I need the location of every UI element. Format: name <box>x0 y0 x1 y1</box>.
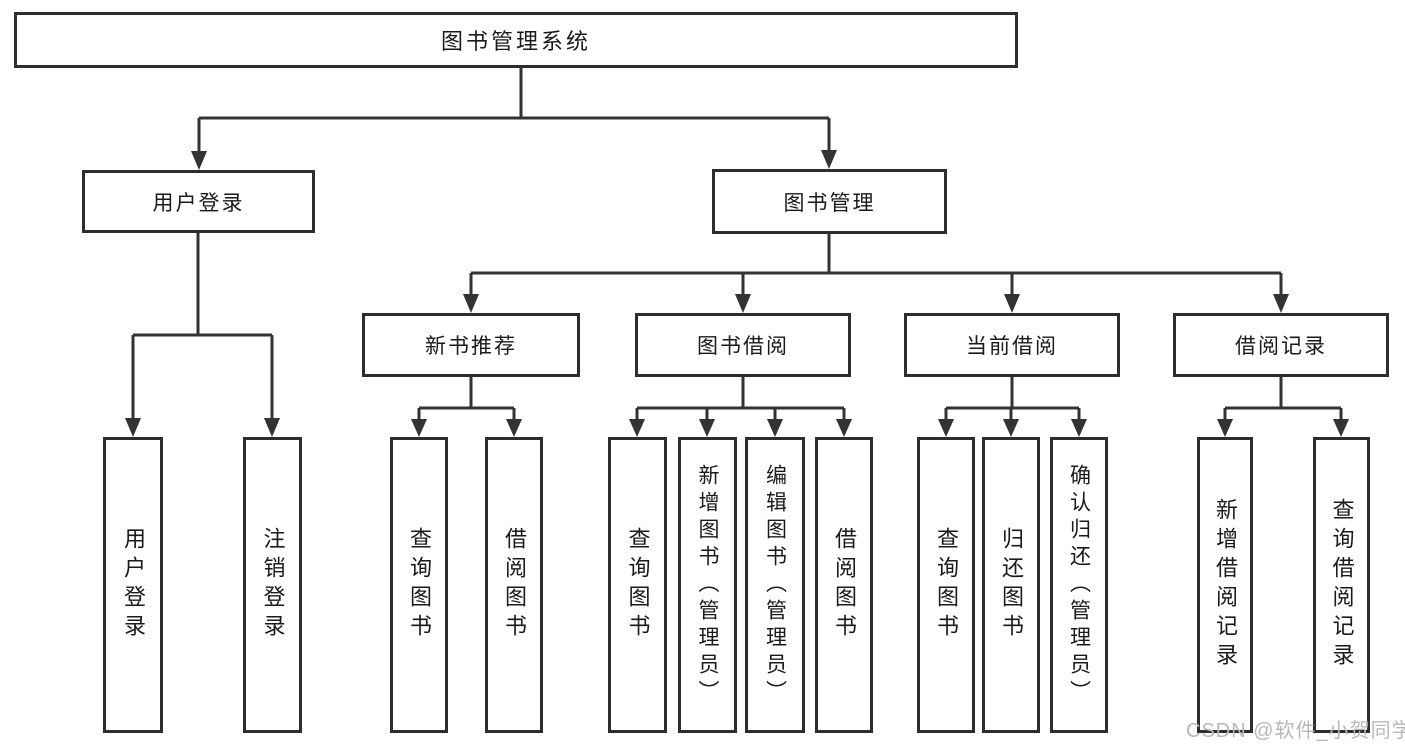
node-label: 查询图书 <box>934 527 959 643</box>
node-label: 确认归还（管理员） <box>1067 463 1091 707</box>
node-borrow-books-1: 借阅图书 <box>485 437 543 733</box>
node-borrowing-records: 借阅记录 <box>1173 313 1389 377</box>
node-label: 图书借阅 <box>697 335 789 358</box>
node-label: 查询图书 <box>625 527 651 643</box>
node-label: 借阅图书 <box>832 527 857 643</box>
node-user-login: 用户登录 <box>82 170 315 233</box>
watermark: CSDN @软件_小贺同学 <box>1186 720 1405 742</box>
node-query-books-3: 查询图书 <box>917 437 975 733</box>
node-label: 注销登录 <box>260 527 286 643</box>
node-add-books-admin: 新增图书（管理员） <box>678 437 737 733</box>
node-label: 编辑图书（管理员） <box>763 463 787 707</box>
node-label: 图书管理 <box>783 191 876 215</box>
node-label: 当前借阅 <box>966 335 1058 358</box>
node-label: 归还图书 <box>999 527 1024 643</box>
node-library-management-system: 图书管理系统 <box>14 12 1018 68</box>
node-label: 用户登录 <box>152 191 245 215</box>
node-query-books-2: 查询图书 <box>608 437 667 733</box>
node-add-borrow-record: 新增借阅记录 <box>1197 437 1253 733</box>
node-label: 图书管理系统 <box>440 29 591 54</box>
node-borrow-books-2: 借阅图书 <box>815 437 873 733</box>
arrowheads <box>125 150 1349 437</box>
node-query-borrow-record: 查询借阅记录 <box>1313 437 1370 733</box>
node-query-books-1: 查询图书 <box>390 437 448 733</box>
node-logout-login: 注销登录 <box>243 437 302 733</box>
node-label: 借阅图书 <box>502 527 527 643</box>
node-label: 查询图书 <box>407 527 432 643</box>
node-label: 新书推荐 <box>425 335 517 358</box>
node-edit-books-admin: 编辑图书（管理员） <box>745 437 805 733</box>
node-book-borrowing: 图书借阅 <box>635 313 851 377</box>
node-confirm-return-admin: 确认归还（管理员） <box>1050 437 1108 733</box>
node-current-borrowing: 当前借阅 <box>904 313 1120 377</box>
node-return-books: 归还图书 <box>982 437 1040 733</box>
node-label: 查询借阅记录 <box>1329 498 1355 672</box>
node-book-management: 图书管理 <box>712 169 947 234</box>
node-user-login-leaf: 用户登录 <box>103 437 163 733</box>
node-label: 新增借阅记录 <box>1213 498 1238 672</box>
node-label: 借阅记录 <box>1235 335 1327 358</box>
node-label: 新增图书（管理员） <box>696 463 719 707</box>
node-new-book-recommendation: 新书推荐 <box>362 313 580 377</box>
node-label: 用户登录 <box>121 527 146 643</box>
